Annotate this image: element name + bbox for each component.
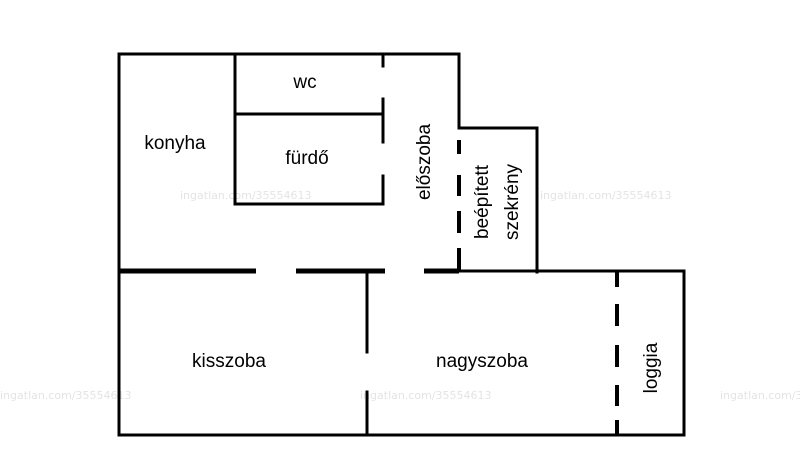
label-eloszoba: előszoba: [414, 124, 435, 200]
watermark-bottom-center: ingatlan.com/35554613: [360, 389, 492, 402]
walls: [117, 52, 686, 437]
label-loggia: loggia: [641, 342, 662, 393]
wall-konyha-outline: [117, 52, 237, 274]
label-furdo: fürdő: [285, 148, 328, 169]
label-wardrobe-line1: beépített: [472, 164, 493, 239]
watermark-center-left: ingatlan.com/35554613: [180, 189, 312, 202]
watermark-center-right: ingatlan.com/35554613: [540, 189, 672, 202]
wall-wardrobe: [457, 126, 539, 274]
label-nagyszoba: nagyszoba: [436, 351, 528, 372]
label-kisszoba: kisszoba: [192, 351, 266, 372]
watermark-bottom-right: ingatlan.com/35554613: [720, 389, 800, 402]
label-konyha: konyha: [144, 133, 206, 154]
room-labels: wc fürdő konyha előszoba beépített szekr…: [144, 72, 662, 393]
label-wardrobe-line2: szekrény: [502, 163, 523, 240]
label-wc: wc: [292, 72, 316, 93]
watermark-bottom-left: ingatlan.com/35554613: [0, 389, 132, 402]
watermarks: ingatlan.com/35554613 ingatlan.com/35554…: [0, 189, 800, 402]
